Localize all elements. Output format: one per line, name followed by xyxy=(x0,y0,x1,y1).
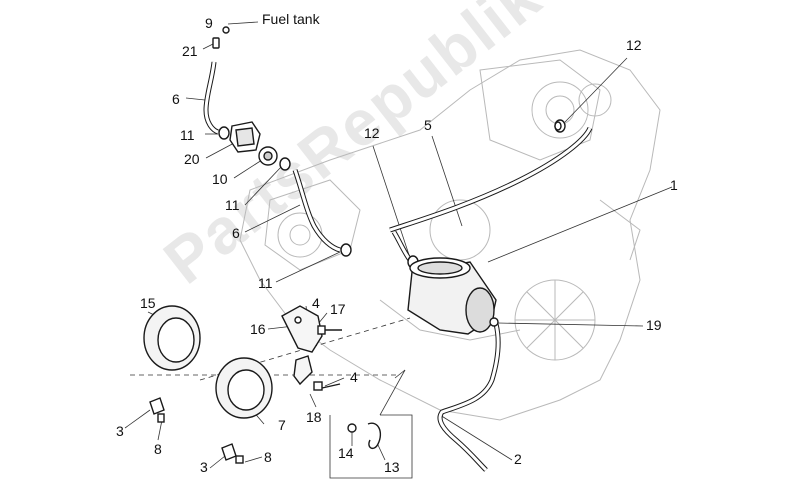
callout-17: 17 xyxy=(330,301,346,317)
callout-11-c: 11 xyxy=(258,275,273,291)
callout-6-mid: 6 xyxy=(232,225,240,241)
callout-10: 10 xyxy=(212,171,228,187)
callout-18: 18 xyxy=(306,409,322,425)
callout-8-lower: 8 xyxy=(264,449,272,465)
callout-16: 16 xyxy=(250,321,266,337)
callout-3-upper: 3 xyxy=(116,423,124,439)
callout-4-top: 4 xyxy=(312,295,320,311)
callout-14: 14 xyxy=(338,445,354,461)
callout-9: 9 xyxy=(205,15,213,31)
callout-19: 19 xyxy=(646,317,662,333)
callout-7: 7 xyxy=(278,417,286,433)
callout-11-a: 11 xyxy=(180,127,195,143)
callout-13: 13 xyxy=(384,459,400,475)
callout-21: 21 xyxy=(182,43,198,59)
callout-5: 5 xyxy=(424,117,432,133)
callout-1: 1 xyxy=(670,177,678,193)
callout-12-left: 12 xyxy=(364,125,380,141)
callout-15: 15 xyxy=(140,295,156,311)
callout-20: 20 xyxy=(184,151,200,167)
callout-2: 2 xyxy=(514,451,522,467)
callout-11-b: 11 xyxy=(225,197,240,213)
callout-12-right: 12 xyxy=(626,37,642,53)
bracket xyxy=(281,305,323,353)
callout-8-upper: 8 xyxy=(154,441,162,457)
callout-6-top: 6 xyxy=(172,91,180,107)
callout-3-lower: 3 xyxy=(200,459,208,475)
label-fuel-tank: Fuel tank xyxy=(262,11,320,27)
callout-4-bottom: 4 xyxy=(350,369,358,385)
